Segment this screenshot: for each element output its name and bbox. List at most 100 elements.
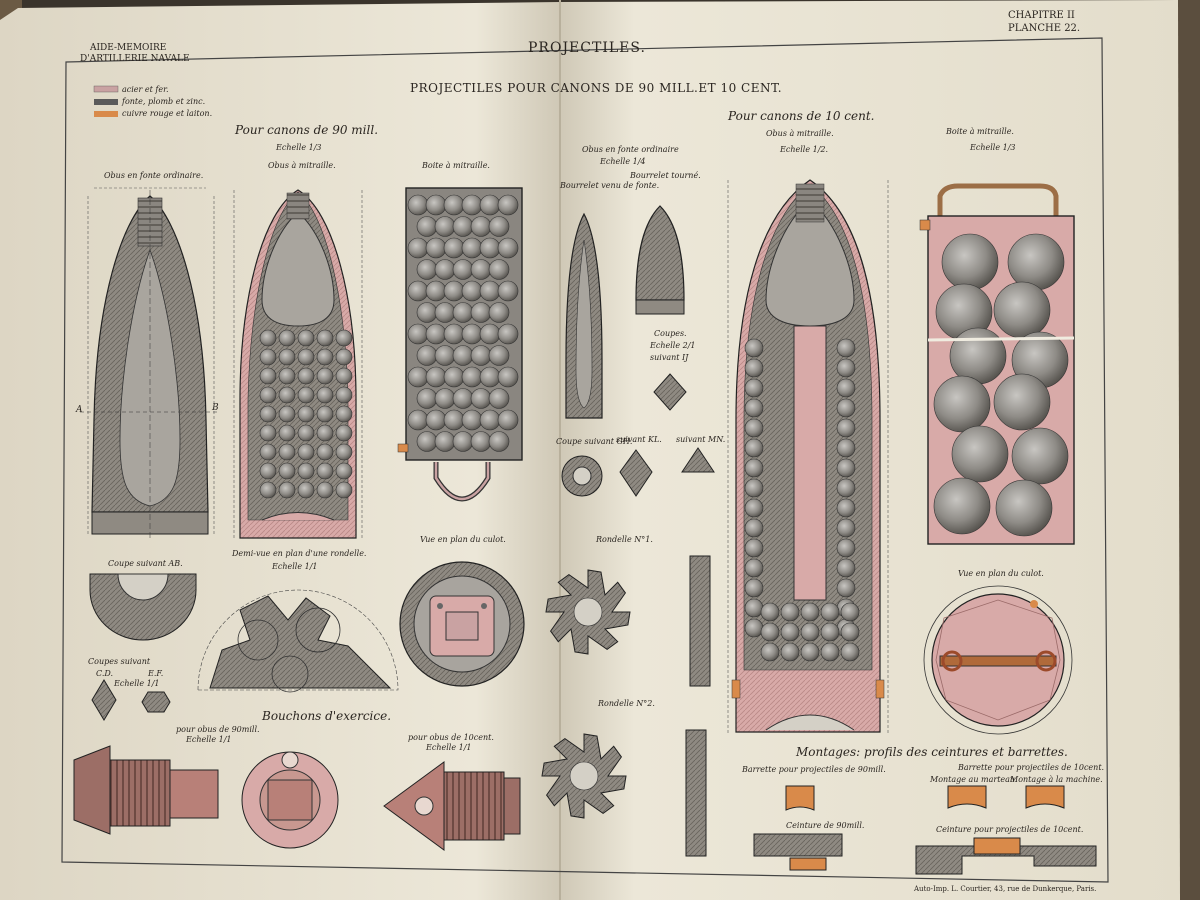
shrapnel-ball [836,558,856,578]
canister-ball [461,237,483,259]
shrapnel-ball [335,405,353,423]
canister-ball [488,259,510,280]
canister-ball-large [1007,233,1065,291]
shrapnel-ball [316,348,334,366]
shrapnel-ball [335,443,353,461]
shrapnel-ball [335,424,353,442]
caption-suivant-kl: suivant KL. [616,435,662,444]
shrapnel-ball [316,462,334,480]
caption-montages: Montages: profils des ceintures et barre… [795,745,1068,759]
caption-bouchon-90: pour obus de 90mill. [176,725,260,734]
caption-bourrelet-fonte: Bourrelet venu de fonte. [559,181,659,190]
shrapnel-ball [259,405,277,423]
printer-imprint: Auto-Imp. L. Courtier, 43, rue de Dunker… [913,885,1096,893]
shrapnel-ball [840,602,860,622]
shrapnel-ball [836,378,856,398]
memo-line-1: AIDE-MEMOIRE [89,43,166,53]
shrapnel-ball [836,478,856,498]
scale-obus-10: Echelle 1/2. [779,145,828,154]
canister-ball [425,280,447,302]
caption-demi-vue: Demi-vue en plan d'une rondelle. [231,549,366,558]
canister-ball [488,216,510,237]
shrapnel-ball [760,602,780,622]
canister-ball [425,323,447,345]
shrapnel-ball [744,338,764,358]
shrapnel-ball [744,458,764,478]
shrapnel-ball [744,358,764,378]
legend-label-copper: cuivre rouge et laiton. [122,109,212,118]
shrapnel-ball [744,518,764,538]
canister-ball-large [995,479,1053,537]
canister-ball-large [1011,427,1069,485]
shrapnel-ball [335,329,353,347]
shrapnel-ball [780,602,800,622]
shrapnel-ball [780,642,800,662]
shrapnel-ball [297,443,315,461]
shrapnel-ball [297,462,315,480]
canister-ball [470,431,492,452]
canister-ball [479,194,501,216]
shrapnel-ball [760,642,780,662]
shrapnel-ball [744,478,764,498]
ceinture-10-profile [915,837,1097,875]
section-cd [91,679,117,721]
barrette-90-profile [785,785,815,811]
section-letter-a: A [75,405,83,415]
canister-ball [407,194,429,216]
legend-label-cast: fonte, plomb et zinc. [121,97,205,106]
shrapnel-ball [297,481,315,499]
scale-bouchon-10: Echelle 1/1 [425,743,471,752]
label-cd: C.D. [96,669,113,678]
caption-coupes-cd-ef: Coupes suivant [88,657,151,666]
shrapnel-ball [744,418,764,438]
canister-ball [479,409,501,431]
shrapnel-ball [297,405,315,423]
canister-ball [461,366,483,388]
canister-ball [425,366,447,388]
shrapnel-ball [316,424,334,442]
legend-swatch-steel [93,85,119,93]
canister-ball [497,237,519,259]
canister-ball [434,216,456,237]
rondelle-1 [545,555,711,687]
caption-suivant-mn: suivant MN. [676,435,725,444]
caption-coupes-center: Coupes. [654,329,687,338]
shrapnel-ball [744,398,764,418]
shrapnel-ball [800,622,820,642]
shrapnel-ball [780,622,800,642]
barrette-10-machine [1025,785,1065,809]
shrapnel-ball [278,481,296,499]
shrapnel-ball [316,386,334,404]
canister-ball [470,216,492,237]
canister-ball [452,431,474,452]
material-legend: acier et fer. fonte, plomb et zinc. cuiv… [93,85,212,118]
canister-ball [434,259,456,280]
ceinture-90-profile [753,833,843,871]
canister-ball [470,345,492,366]
canister-ball [461,194,483,216]
scale-coupes-center: Echelle 2/1 [649,341,695,350]
caption-barrette-90: Barrette pour projectiles de 90mill. [741,765,886,774]
canister-ball [488,302,510,323]
canister-ball [443,366,465,388]
barrette-10-marteau [947,785,987,809]
shrapnel-ball [836,578,856,598]
shrapnel-ball [335,462,353,480]
canister-ball [407,409,429,431]
canister-ball [443,323,465,345]
shrapnel-ball [278,443,296,461]
shrapnel-ball [278,424,296,442]
caption-rondelle-2: Rondelle N°2. [597,699,655,708]
caption-obus-fonte-90: Obus en fonte ordinaire. [104,171,203,180]
section-letter-b: B [211,403,219,413]
canister-ball [461,323,483,345]
shrapnel-ball [744,538,764,558]
plate-border [61,37,1109,883]
scale-demi-vue: Echelle 1/1 [271,562,317,571]
section-gh [561,455,603,497]
section-10cm: Pour canons de 10 cent. [727,109,875,123]
canister-ball [416,388,438,409]
legend-label-steel: acier et fer. [122,85,169,94]
canister-ball [488,431,510,452]
caption-bouchon-10: pour obus de 10cent. [408,733,494,742]
